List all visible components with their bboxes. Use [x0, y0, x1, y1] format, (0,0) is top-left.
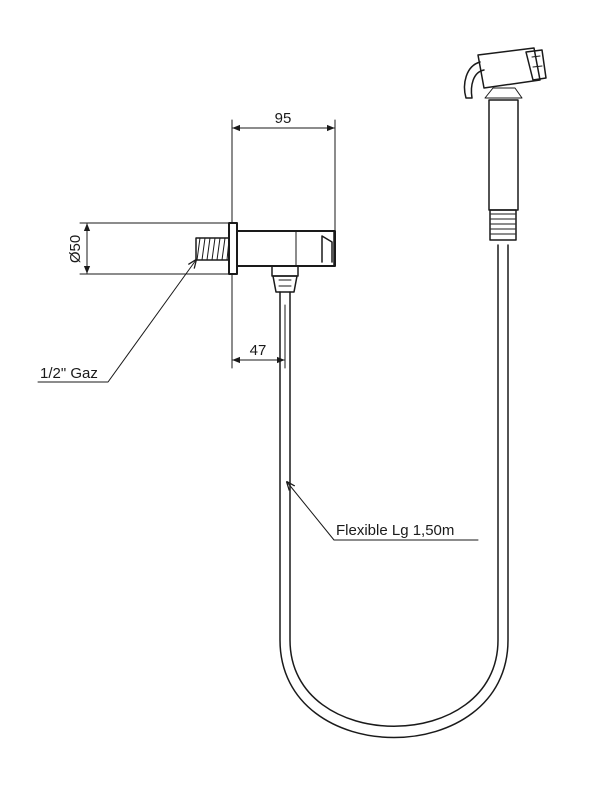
dimension-95-label: 95	[275, 110, 292, 127]
dimension-47: 47	[231, 274, 286, 369]
dimension-diameter-label: Ø50	[67, 235, 84, 263]
valve-lever	[317, 230, 335, 267]
thread-label: 1/2" Gaz	[40, 365, 98, 382]
dimension-95: 95	[231, 110, 336, 231]
flexible-hose	[279, 244, 509, 739]
hand-shower	[463, 47, 547, 241]
shower-head	[477, 47, 541, 89]
dimension-47-label: 47	[250, 342, 267, 359]
thread-callout: 1/2" Gaz	[37, 260, 196, 383]
hose-callout: Flexible Lg 1,50m	[287, 482, 479, 541]
wall-flange	[228, 222, 238, 275]
hose-nut	[271, 265, 299, 293]
shower-handle	[488, 99, 519, 211]
hose-label: Flexible Lg 1,50m	[336, 522, 454, 539]
shower-trigger	[463, 61, 485, 99]
valve-body	[236, 230, 336, 267]
wall-valve	[195, 222, 336, 293]
threaded-inlet	[195, 237, 230, 261]
dimension-diameter-50: Ø50	[67, 222, 229, 275]
